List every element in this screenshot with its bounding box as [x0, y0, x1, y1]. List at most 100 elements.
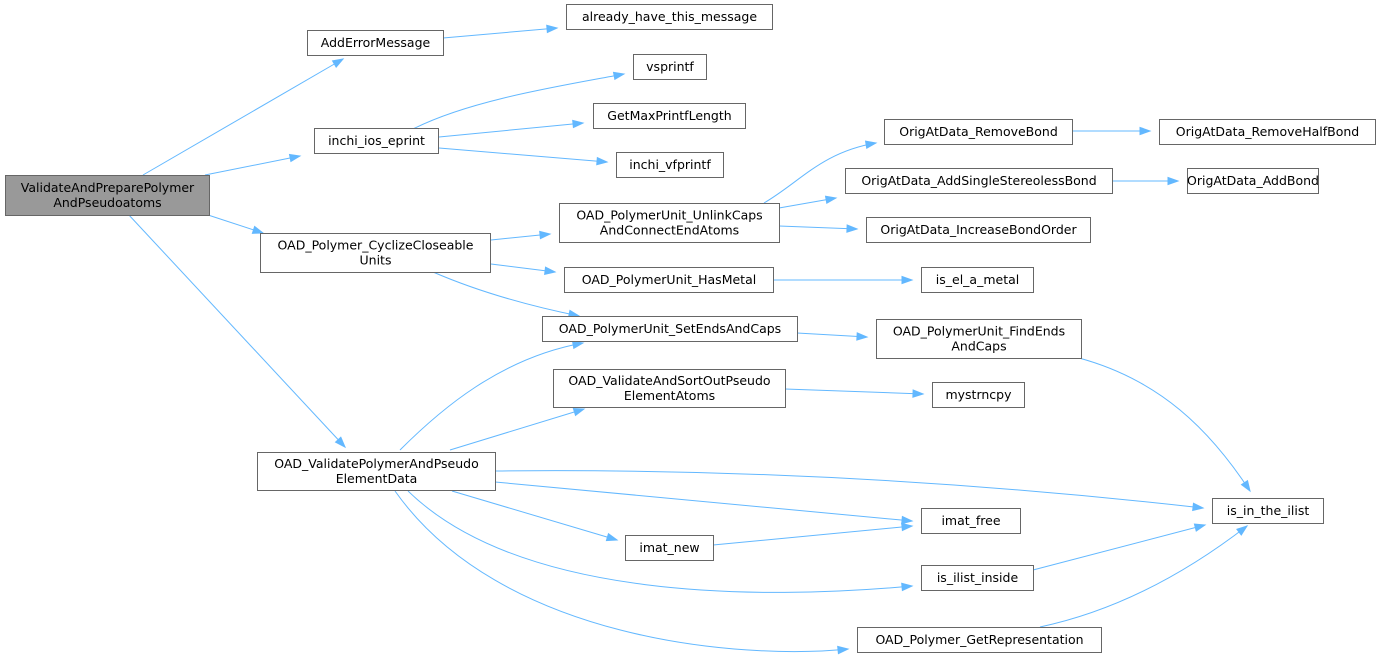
- arrowhead-icon: [901, 275, 914, 285]
- edge-line: [712, 525, 913, 546]
- edge-line: [784, 388, 924, 395]
- edge-line: [449, 408, 585, 451]
- node-box: [566, 4, 773, 30]
- edge-validatepoly-to-imatnew: [451, 490, 619, 542]
- arrowhead-icon: [546, 24, 559, 34]
- edge-line: [778, 225, 858, 230]
- node-getrepr[interactable]: OAD_Polymer_GetRepresentation: [857, 627, 1102, 653]
- node-getmax[interactable]: GetMaxPrintfLength: [593, 103, 746, 129]
- node-label: OrigAtData_IncreaseBondOrder: [880, 222, 1077, 237]
- edge-line: [494, 481, 913, 522]
- node-box: [307, 30, 444, 56]
- node-box: [857, 627, 1102, 653]
- node-box: [625, 535, 714, 561]
- node-label: OAD_PolymerUnit_HasMetal: [582, 272, 756, 287]
- node-label: GetMaxPrintfLength: [607, 108, 731, 123]
- arrowhead-icon: [901, 515, 914, 525]
- node-vsprintf[interactable]: vsprintf: [633, 54, 707, 80]
- node-box: [876, 319, 1082, 359]
- edge-findends-to-isinilist: [1078, 357, 1251, 493]
- arrowhead-icon: [571, 340, 585, 350]
- edge-line: [412, 73, 625, 130]
- node-eprint[interactable]: inchi_ios_eprint: [314, 128, 439, 154]
- arrowhead-icon: [1240, 479, 1251, 493]
- node-increase[interactable]: OrigAtData_IncreaseBondOrder: [866, 217, 1091, 243]
- edge-validatesort-to-mystrncpy: [784, 388, 925, 398]
- node-isinilist[interactable]: is_in_the_ilist: [1212, 498, 1324, 524]
- node-iselmetal[interactable]: is_el_a_metal: [921, 267, 1034, 293]
- node-mystrncpy[interactable]: mystrncpy: [932, 382, 1025, 408]
- node-adderr[interactable]: AddErrorMessage: [307, 30, 444, 56]
- node-label: OAD_Polymer_GetRepresentation: [875, 632, 1083, 647]
- node-box: [616, 152, 724, 178]
- arrowhead-icon: [539, 230, 552, 240]
- node-hasmetal[interactable]: OAD_PolymerUnit_HasMetal: [564, 267, 774, 293]
- call-edges: [127, 24, 1251, 655]
- node-label: OAD_PolymerUnit_SetEndsAndCaps: [559, 321, 781, 336]
- node-isilistinside[interactable]: is_ilist_inside: [921, 565, 1034, 591]
- arrowhead-icon: [1236, 525, 1249, 536]
- edge-eprint-to-vfprintf: [438, 147, 609, 166]
- arrowhead-icon: [837, 645, 850, 655]
- node-imatnew[interactable]: imat_new: [625, 535, 714, 561]
- node-removebond[interactable]: OrigAtData_RemoveBond: [884, 119, 1073, 145]
- edge-line: [796, 332, 868, 338]
- node-unlink[interactable]: OAD_PolymerUnit_UnlinkCapsAndConnectEndA…: [559, 203, 780, 243]
- edge-addsingle-to-addbond: [1112, 176, 1180, 186]
- edge-line: [494, 470, 1204, 509]
- arrowhead-icon: [1167, 176, 1180, 186]
- edge-line: [438, 147, 608, 163]
- edge-validatepoly-to-validatesort: [449, 407, 586, 451]
- node-vfprintf[interactable]: inchi_vfprintf: [616, 152, 724, 178]
- edge-line: [399, 342, 584, 451]
- edge-isilistinside-to-isinilist: [1032, 523, 1207, 571]
- edge-root-to-eprint: [204, 153, 302, 176]
- arrowhead-icon: [331, 58, 345, 68]
- edge-line: [1078, 357, 1251, 492]
- node-label: ValidateAndPreparePolymer: [21, 180, 195, 195]
- edge-line: [204, 155, 301, 176]
- edge-line: [394, 490, 849, 652]
- edge-line: [432, 271, 580, 317]
- arrowhead-icon: [251, 225, 265, 234]
- node-imatfree[interactable]: imat_free: [921, 508, 1021, 534]
- node-label: mystrncpy: [945, 387, 1012, 402]
- node-label: OAD_PolymerUnit_UnlinkCaps: [576, 208, 762, 223]
- node-already[interactable]: already_have_this_message: [566, 4, 773, 30]
- node-label: OAD_ValidatePolymerAndPseudo: [274, 456, 478, 471]
- edge-line: [438, 122, 584, 138]
- node-box: [866, 217, 1091, 243]
- node-setends[interactable]: OAD_PolymerUnit_SetEndsAndCaps: [542, 316, 798, 342]
- arrowhead-icon: [824, 195, 838, 205]
- node-box: [1212, 498, 1324, 524]
- node-box: [633, 54, 707, 80]
- node-label: vsprintf: [646, 59, 694, 74]
- node-label: AddErrorMessage: [321, 35, 431, 50]
- node-addsingle[interactable]: OrigAtData_AddSingleStereolessBond: [845, 168, 1113, 194]
- edge-cyclize-to-unlink: [490, 230, 552, 241]
- edge-setends-to-findends: [796, 332, 869, 341]
- edge-validatepoly-to-isilistinside: [407, 490, 914, 593]
- edge-root-to-validatepoly: [127, 213, 347, 449]
- node-box: [921, 565, 1034, 591]
- arrowhead-icon: [856, 332, 869, 341]
- node-removehalf[interactable]: OrigAtData_RemoveHalfBond: [1159, 119, 1376, 145]
- node-addbond[interactable]: OrigAtData_AddBond: [1187, 168, 1319, 194]
- edge-cyclize-to-hasmetal: [490, 263, 557, 275]
- node-box: [1159, 119, 1376, 145]
- arrowhead-icon: [544, 266, 557, 275]
- node-box: [921, 267, 1034, 293]
- edge-unlink-to-addsingle: [778, 195, 838, 209]
- node-box: [260, 233, 491, 273]
- node-box: [932, 382, 1025, 408]
- edge-cyclize-to-setends: [432, 271, 581, 319]
- node-label: OrigAtData_AddBond: [1187, 173, 1319, 188]
- node-label: inchi_vfprintf: [629, 157, 711, 172]
- edge-unlink-to-increase: [778, 224, 859, 233]
